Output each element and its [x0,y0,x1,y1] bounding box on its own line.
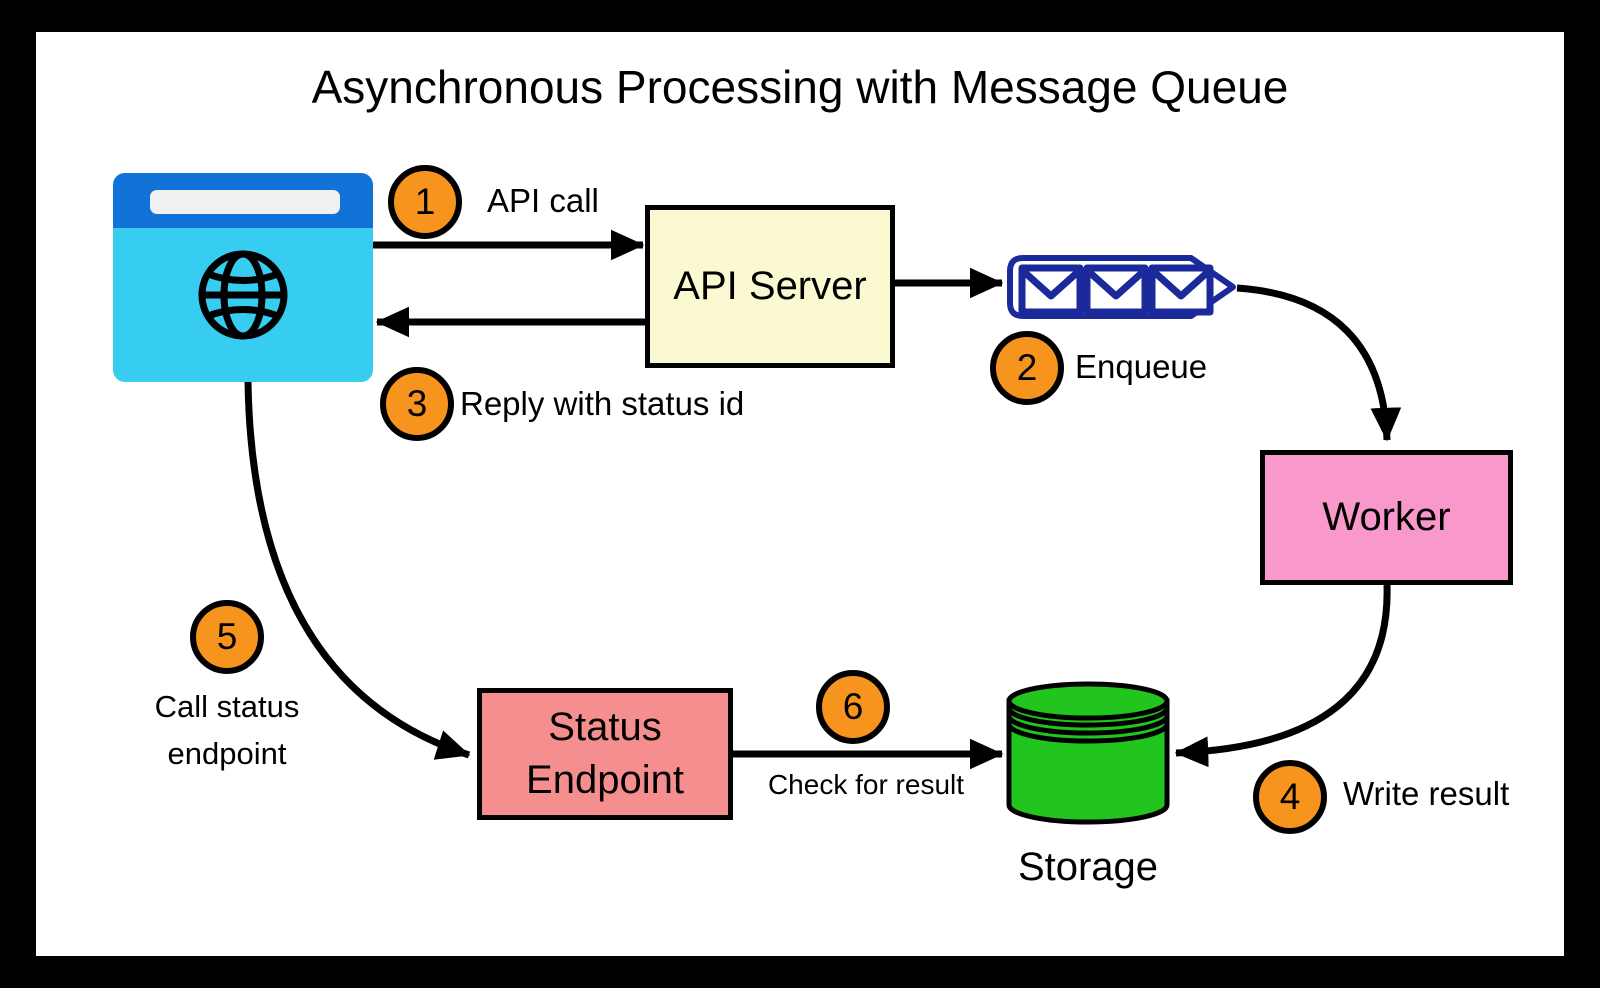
step-circle-3: 3 [380,367,454,441]
label-reply-status: Reply with status id [460,385,745,422]
envelope-icon [1148,264,1214,316]
browser-topbar [113,173,373,228]
storage-cylinder-icon [1006,681,1170,825]
api-server-label: API Server [673,264,867,309]
node-api-server: API Server [645,205,895,368]
arrow-queue-to-worker [1236,284,1402,442]
label-enqueue: Enqueue [1075,348,1208,385]
label-api-call: API call [487,182,599,219]
label-check-for-result: Check for result [767,769,965,800]
browser-icon [113,173,373,382]
diagram-canvas: Asynchronous Processing with Message Que… [36,32,1564,956]
label-call-status-endpoint: Call status endpoint [154,689,300,771]
diagram-title: Asynchronous Processing with Message Que… [311,61,1289,113]
node-status-endpoint: Status Endpoint [477,688,733,820]
status-endpoint-label: Status Endpoint [526,705,684,802]
step-circle-4: 4 [1253,760,1327,834]
step-circle-5: 5 [190,600,264,674]
step-circle-6: 6 [816,670,890,744]
storage-label: Storage [1017,845,1159,889]
address-bar [150,190,340,214]
envelope-icon [1083,264,1149,316]
arrow-write-result [1174,584,1391,768]
message-queue-icon [1007,255,1236,319]
label-write-result: Write result [1343,775,1510,812]
step-circle-1: 1 [388,165,462,239]
worker-label: Worker [1322,495,1451,540]
envelope-icon [1018,264,1084,316]
node-worker: Worker [1260,450,1513,585]
step-circle-2: 2 [990,331,1064,405]
globe-icon [198,250,288,340]
